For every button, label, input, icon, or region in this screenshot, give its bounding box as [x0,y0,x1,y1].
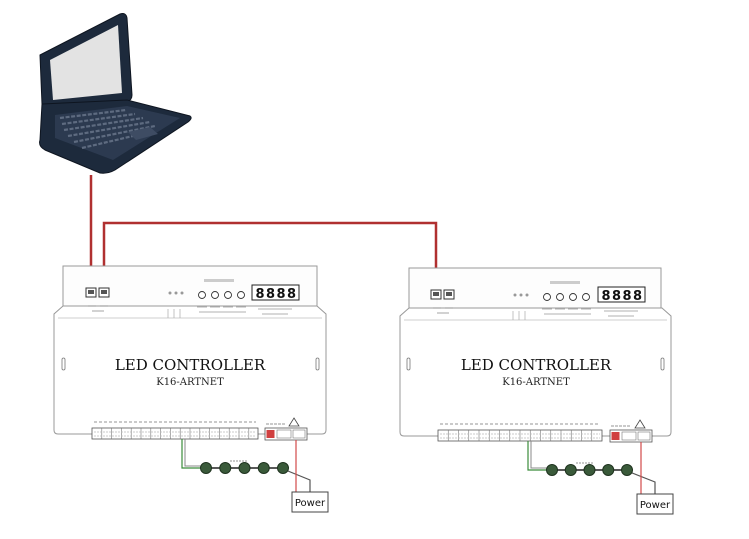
power-switch-block [609,425,653,443]
display-digit: 8 [255,287,264,302]
display-digit: 8 [612,289,621,304]
controller-chassis [53,305,327,435]
control-buttons [198,291,245,299]
display-digit: 8 [276,287,285,302]
display-digit: 8 [622,289,631,304]
controller-title: LED CONTROLLER [115,356,266,374]
laptop-trackpad [128,127,158,140]
led-node [238,462,251,474]
led-node [277,462,289,474]
mounting-slot-right [660,357,665,371]
output-terminal-strip [437,423,603,442]
warning-triangle-icon [288,417,300,427]
ethernet-port-out [98,287,110,298]
display-digit: 8 [287,287,296,302]
led-controller-2: 8 8 8 8 LED CONTROLLER K16-ARTNET [399,267,674,515]
laptop-keyboard [55,106,180,160]
power-label: Power [640,500,671,511]
display-digit: 8 [633,289,642,304]
display-window-slot [204,279,234,282]
led-node [257,462,270,474]
power-wire [626,470,656,495]
ethernet-port-in [85,287,97,298]
status-indicator-leds [168,291,184,295]
mounting-slot-left [61,357,66,371]
power-supply-box: Power [291,491,329,513]
power-supply-box: Power [636,493,674,515]
seven-segment-display: 8 8 8 8 [597,286,646,304]
output-terminal-strip [91,421,259,440]
led-pixel-string [546,462,633,476]
seven-segment-display: 8 8 8 8 [251,284,300,302]
control-buttons [543,293,590,301]
display-digit: 8 [601,289,610,304]
power-label: Power [295,498,326,509]
status-indicator-leds [513,293,529,297]
led-controller-1: 8 8 8 8 LED CONTROLLER K16-ARTNET [53,265,329,513]
mounting-slot-right [315,357,320,371]
controller-model: K16-ARTNET [502,377,570,388]
cable-controller-1-to-controller-2 [102,221,438,292]
controller-title: LED CONTROLLER [461,356,612,374]
controller-chassis [399,307,672,437]
display-window-slot [550,281,580,284]
mounting-slot-left [406,357,411,371]
led-node [564,464,577,476]
data-wire [527,441,552,471]
led-node [602,464,615,476]
power-switch-block [264,423,308,441]
led-node [546,464,558,476]
ethernet-port-out [443,289,455,300]
led-node [200,462,212,474]
warning-triangle-icon [634,419,646,429]
led-node [219,462,232,474]
led-pixel-string [200,460,289,474]
power-wire [282,468,311,493]
display-digit: 8 [266,287,275,302]
laptop-icon [39,13,192,174]
led-node [621,464,633,476]
data-wire [181,439,206,469]
laptop-screen [50,25,122,100]
led-node [583,464,596,476]
ethernet-port-in [430,289,442,300]
controller-model: K16-ARTNET [156,377,224,388]
